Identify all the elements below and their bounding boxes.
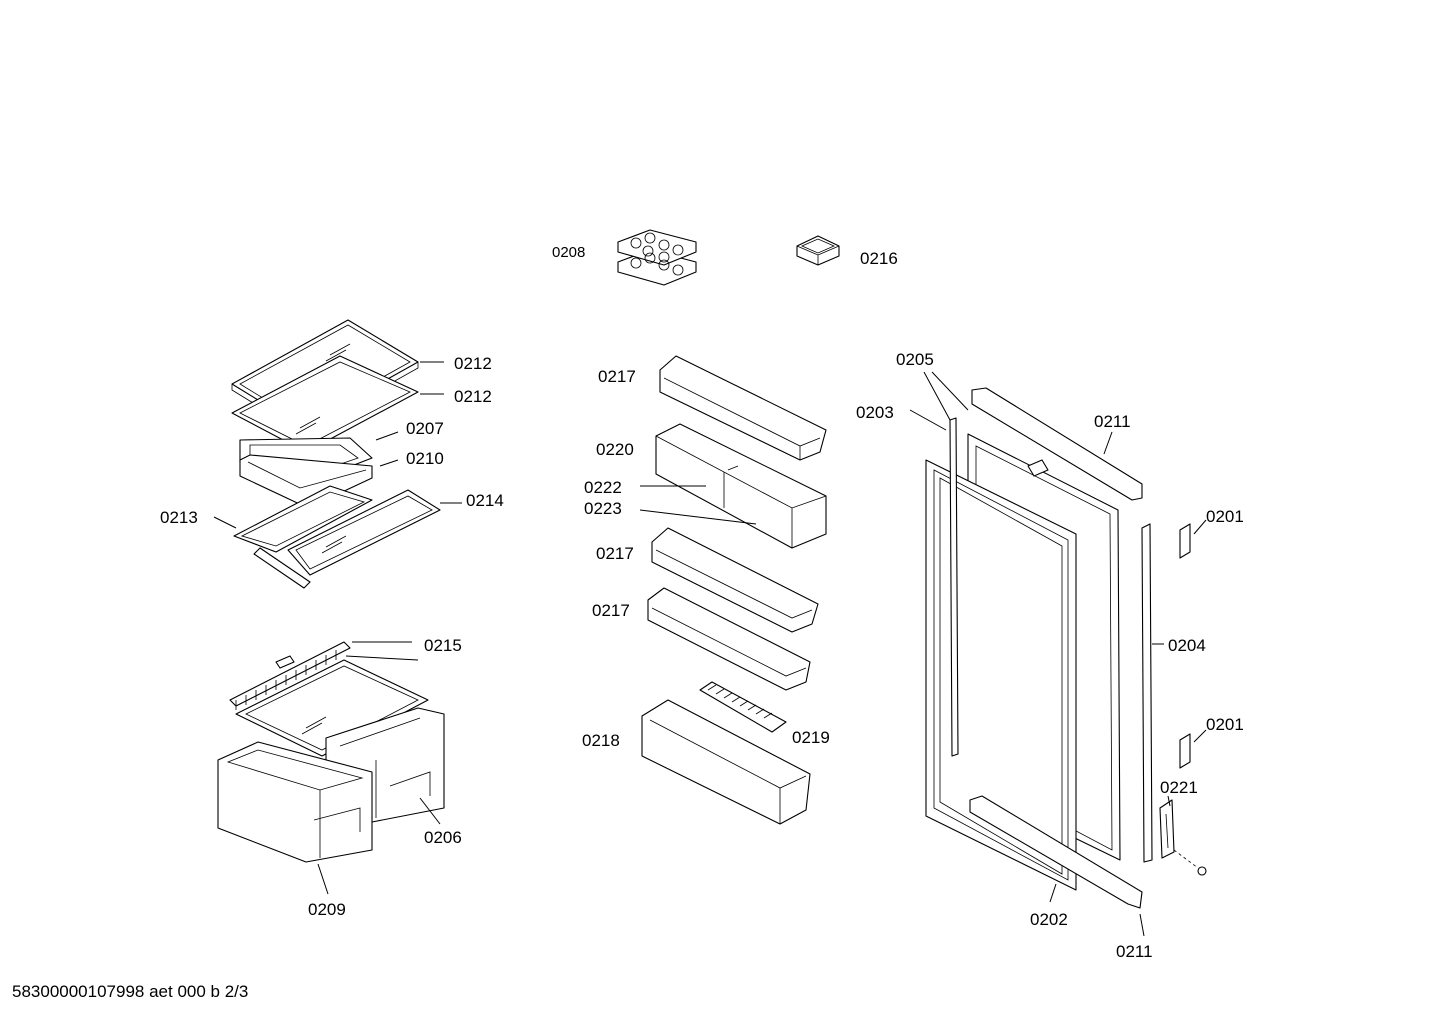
part-label-0207: 0207 [406,419,444,438]
part-label-0211-bottom: 0211 [1116,942,1153,961]
part-label-0212-second: 0212 [454,387,492,406]
part-label-0205: 0205 [896,350,934,369]
clip-lower [1179,733,1191,769]
screw-icon [1173,849,1207,876]
part-label-0217-lower: 0217 [592,601,630,620]
part-label-0201-upper: 0201 [1206,507,1244,526]
door-rack-middle [651,527,819,633]
part-label-0223: 0223 [584,499,622,518]
part-label-0213: 0213 [160,508,198,527]
tray-part [239,454,373,509]
crisper-drawer-left [217,741,373,863]
clip-upper [1179,523,1191,559]
hinge-bracket [1159,799,1175,859]
part-label-0218: 0218 [582,731,620,750]
part-label-0216: 0216 [860,249,898,268]
door-rack-lower [647,587,811,691]
crisper-cover-frame [229,641,351,710]
door-strip-vertical [949,417,959,757]
part-label-0212-top: 0212 [454,354,492,373]
bottle-rack [641,699,811,825]
part-label-0220: 0220 [596,440,634,459]
bottom-hinge-rail [969,795,1143,909]
door-rack-top [659,355,827,461]
part-label-0210: 0210 [406,449,444,468]
part-label-0202: 0202 [1030,910,1068,929]
door-gasket [925,459,1077,891]
part-label-0217-middle: 0217 [596,544,634,563]
door-shelf-large [655,423,827,549]
side-strip-right [1141,523,1153,863]
part-label-0217-top: 0217 [598,367,636,386]
part-label-0209: 0209 [308,900,346,919]
top-hinge-rail [971,387,1143,501]
part-label-0214: 0214 [466,491,504,510]
part-label-0203: 0203 [856,403,894,422]
crisper-cover-glass [235,659,429,757]
part-label-0221: 0221 [1160,778,1198,797]
part-label-0206: 0206 [424,828,462,847]
divided-shelf-left [233,485,373,589]
bottle-holder [699,681,787,733]
part-label-0204: 0204 [1168,636,1206,655]
small-container-part [796,235,840,266]
leader-lines [213,361,1207,937]
part-label-0201-lower: 0201 [1206,715,1244,734]
egg-tray-part [617,229,697,286]
part-label-0222: 0222 [584,478,622,497]
part-label-0219: 0219 [792,728,830,747]
part-label-0211-top: 0211 [1094,412,1131,431]
part-label-0215: 0215 [424,636,462,655]
part-label-0208: 0208 [552,244,586,261]
drawing-reference-footer: 58300000107998 aet 000 b 2/3 [12,982,249,1001]
divided-shelf-right [287,489,441,576]
